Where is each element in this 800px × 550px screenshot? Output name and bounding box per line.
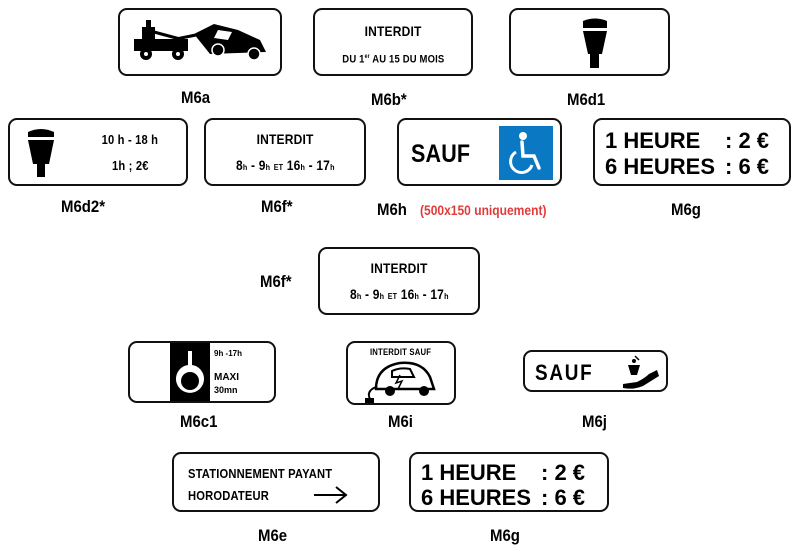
sign-m6d1 [509, 8, 670, 76]
sign-m6g-top: 1 HEURE : 2 € 6 HEURES : 6 € [593, 118, 791, 186]
caption-m6d2: M6d2* [61, 197, 106, 216]
caption-m6a: M6a [181, 88, 211, 107]
sign-m6c1: 9h -17h MAXI 30mn [128, 341, 276, 403]
m6h-note: (500x150 uniquement) [420, 202, 547, 218]
m6b-line2-pre: DU 1 [341, 53, 365, 66]
parking-disc-icon [170, 343, 210, 401]
sign-m6i: INTERDIT SAUF [346, 341, 456, 405]
m6e-line2: HORODATEUR [188, 488, 270, 503]
m6d2-hours: 10 h - 18 h [101, 132, 159, 147]
m6b-line2-mid: AU 15 [371, 53, 400, 66]
caption-m6h-group: M6h (500x150 uniquement) [377, 200, 546, 220]
m6f-middle-h2: 9 [372, 286, 380, 302]
m6f-top-line1: INTERDIT [256, 131, 314, 147]
parking-meter-icon [28, 129, 54, 177]
caption-m6h: M6h [377, 200, 407, 219]
sign-m6e: STATIONNEMENT PAYANT HORODATEUR [172, 452, 380, 512]
electric-car-icon [365, 361, 436, 403]
m6f-middle-line1: INTERDIT [370, 260, 428, 276]
m6f-middle-h1: 8 [349, 286, 357, 302]
m6g-top-row1-label: 1 HEURE [605, 128, 701, 153]
m6f-top-h2: 9 [258, 157, 266, 173]
caption-m6i: M6i [388, 412, 413, 431]
sign-m6f-top: INTERDIT 8h - 9h ET 16h - 17h [204, 118, 366, 186]
parking-meter-icon [583, 18, 607, 68]
m6f-top-h4: 17 [315, 157, 330, 173]
caption-m6f-top: M6f* [261, 197, 293, 216]
caption-m6e: M6e [258, 526, 288, 545]
charging-hand-icon [623, 355, 659, 389]
m6f-middle-h4: 17 [429, 286, 444, 302]
m6c1-hours: 9h -17h [214, 349, 243, 358]
m6g-top-row2-label: 6 HEURES [605, 154, 716, 179]
caption-m6d1: M6d1 [567, 90, 606, 109]
sign-m6b: INTERDIT DU 1er AU 15 DU MOIS [313, 8, 473, 76]
m6c1-duration: 30mn [214, 385, 238, 395]
caption-m6g-bottom: M6g [490, 526, 520, 545]
m6g-top-row1-value: : 2 € [725, 128, 770, 153]
m6j-text: SAUF [535, 360, 594, 385]
caption-m6j: M6j [582, 412, 607, 431]
m6i-text: INTERDIT SAUF [370, 347, 432, 357]
caption-m6b: M6b* [371, 90, 407, 109]
m6e-line1: STATIONNEMENT PAYANT [188, 466, 333, 481]
m6g-top-row2-value: : 6 € [725, 154, 770, 179]
caption-m6f-middle: M6f* [260, 272, 292, 291]
m6f-middle-et: ET [387, 291, 397, 301]
arrow-right-icon [314, 486, 348, 504]
sign-m6g-bottom: 1 HEURE : 2 € 6 HEURES : 6 € [409, 452, 609, 512]
caption-m6g-top: M6g [671, 200, 701, 219]
sign-m6a [118, 8, 282, 76]
m6g-bottom-row1-label: 1 HEURE [421, 460, 517, 485]
m6f-top-et: ET [273, 162, 283, 172]
wheelchair-icon [499, 126, 553, 180]
m6f-top-h1: 8 [235, 157, 243, 173]
sign-m6h: SAUF [397, 118, 562, 186]
m6g-bottom-row2-label: 6 HEURES [421, 485, 532, 510]
m6f-middle-h3: 16 [400, 286, 415, 302]
m6b-line1: INTERDIT [364, 23, 422, 39]
m6d2-rate: 1h ; 2€ [111, 158, 149, 173]
m6b-line2-sup: er [364, 54, 370, 60]
m6b-line2-post: DU MOIS [402, 53, 445, 66]
caption-m6c1: M6c1 [180, 412, 218, 431]
m6f-top-h3: 16 [286, 157, 301, 173]
tow-truck-icon [134, 20, 266, 61]
m6g-bottom-row1-value: : 2 € [541, 460, 586, 485]
sign-m6j: SAUF [523, 350, 668, 392]
m6g-bottom-row2-value: : 6 € [541, 485, 586, 510]
m6c1-maxi: MAXI [214, 372, 239, 383]
sign-m6d2: 10 h - 18 h 1h ; 2€ [8, 118, 188, 186]
sign-m6f-middle: INTERDIT 8h - 9h ET 16h - 17h [318, 247, 480, 315]
m6h-text: SAUF [411, 140, 471, 168]
